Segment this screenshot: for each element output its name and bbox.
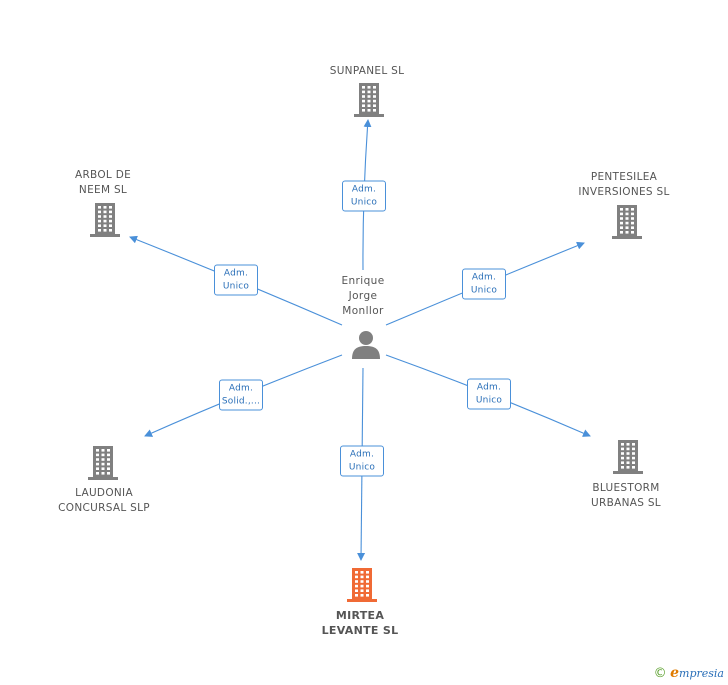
bluestorm-building-icon[interactable] <box>612 440 644 474</box>
arbol-label[interactable]: ARBOL DE NEEM SL <box>75 168 131 198</box>
laudonia-label-line: LAUDONIA <box>75 487 133 499</box>
edge-label-line: Unico <box>475 395 503 406</box>
bluestorm-label-line: BLUESTORM <box>592 482 660 494</box>
mirtea-building-icon[interactable] <box>346 568 378 602</box>
person-icon[interactable] <box>351 330 381 360</box>
brand-initial: e <box>670 665 680 681</box>
edge-label-line: Solid.,... <box>221 396 261 407</box>
mirtea-label-line: MIRTEA <box>335 609 385 622</box>
arbol-building-icon[interactable] <box>89 203 121 237</box>
sunpanel-building-icon[interactable] <box>353 83 385 117</box>
arbol-label-line: NEEM SL <box>78 184 128 196</box>
laudonia-label-line: CONCURSAL SLP <box>58 502 150 514</box>
mirtea-label-line: LEVANTE SL <box>321 624 399 637</box>
pentesilea-label-line: PENTESILEA <box>590 171 658 183</box>
edge-label-sunpanel[interactable]: Adm. Unico <box>342 180 386 212</box>
arbol-label-line: ARBOL DE <box>74 169 132 181</box>
edge-label-line: Unico <box>222 281 250 292</box>
laudonia-label[interactable]: LAUDONIA CONCURSAL SLP <box>58 486 150 516</box>
edge-label-line: Adm. <box>471 272 497 283</box>
center-name-line-3: Monllor <box>342 305 384 317</box>
center-name-line-1: Enrique <box>341 275 385 287</box>
edge-label-line: Unico <box>350 197 378 208</box>
edge-label-mirtea[interactable]: Adm. Unico <box>340 445 384 477</box>
pentesilea-label[interactable]: PENTESILEA INVERSIONES SL <box>578 170 669 200</box>
brand-rest: mpresia <box>679 667 724 680</box>
sunpanel-label[interactable]: SUNPANEL SL <box>330 64 405 79</box>
center-person-label: Enrique Jorge Monllor <box>341 274 384 319</box>
edge-label-laudonia[interactable]: Adm. Solid.,... <box>219 379 263 411</box>
pentesilea-building-icon[interactable] <box>611 205 643 239</box>
edge-label-bluestorm[interactable]: Adm. Unico <box>467 378 511 410</box>
edge-label-line: Unico <box>348 462 376 473</box>
edge-label-line: Adm. <box>349 449 375 460</box>
edge-label-line: Unico <box>470 285 498 296</box>
edge-label-line: Adm. <box>476 382 502 393</box>
pentesilea-label-line: INVERSIONES SL <box>578 186 670 198</box>
edge-label-arbol[interactable]: Adm. Unico <box>214 264 258 296</box>
bluestorm-label[interactable]: BLUESTORM URBANAS SL <box>591 481 661 511</box>
mirtea-label[interactable]: MIRTEA LEVANTE SL <box>322 608 399 638</box>
copyright-symbol: © <box>653 666 667 681</box>
laudonia-building-icon[interactable] <box>87 446 119 480</box>
edge-label-line: Adm. <box>228 383 254 394</box>
sunpanel-label-line: SUNPANEL SL <box>329 65 405 77</box>
edge-label-pentesilea[interactable]: Adm. Unico <box>462 268 506 300</box>
center-name-line-2: Jorge <box>348 290 378 302</box>
edge-label-line: Adm. <box>223 268 249 279</box>
bluestorm-label-line: URBANAS SL <box>591 497 661 509</box>
empresia-watermark: © empresia <box>654 665 724 681</box>
edge-label-line: Adm. <box>351 184 377 195</box>
